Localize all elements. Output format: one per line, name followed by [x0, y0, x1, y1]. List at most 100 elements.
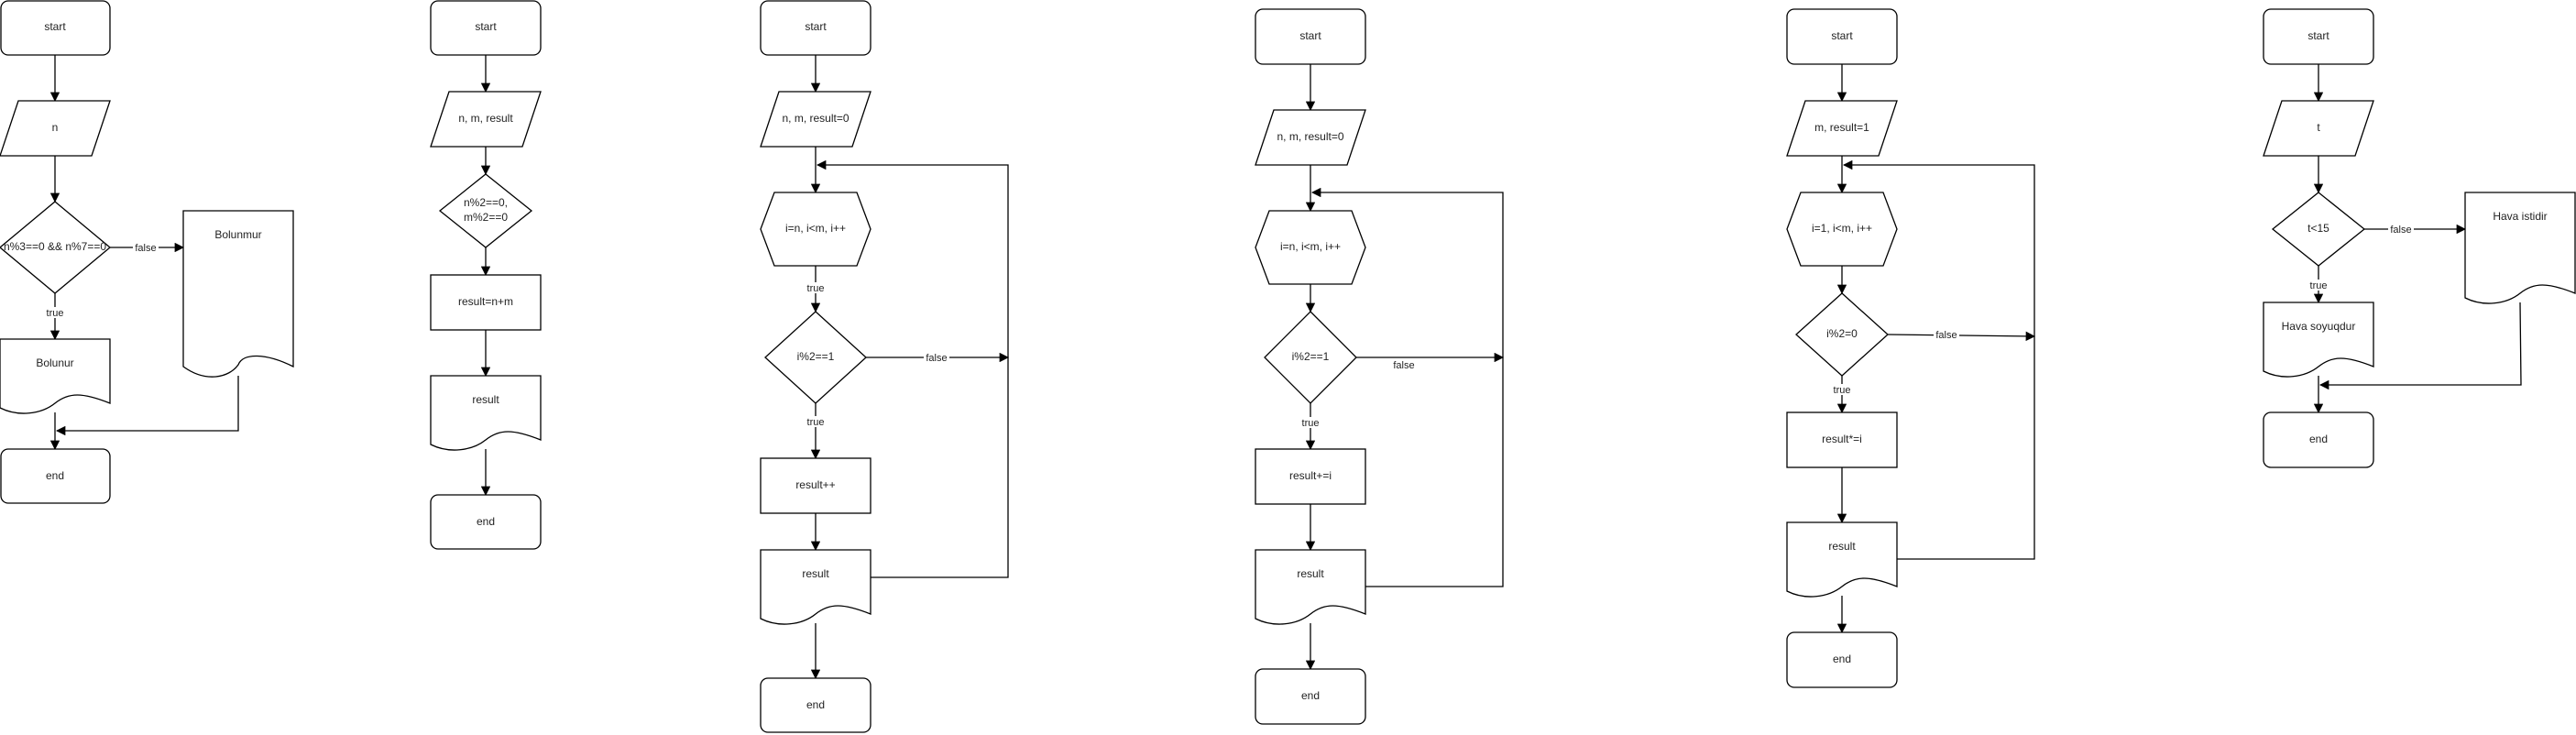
start-label: start [1831, 29, 1853, 42]
decision-label: t<15 [2307, 222, 2329, 235]
output-label: result [802, 567, 829, 580]
output-label: result [472, 393, 499, 406]
loop-label: i=n, i<m, i++ [1280, 240, 1341, 253]
loop-node[interactable] [760, 192, 871, 267]
loop-node[interactable] [1786, 192, 1898, 267]
output-false-label: Hava istidir [2493, 210, 2547, 223]
edge-label-true: true [1834, 385, 1851, 396]
process-label: result=n+m [458, 295, 513, 308]
process-node[interactable] [1255, 448, 1366, 505]
edge-label-false: false [926, 353, 947, 364]
loop-label: i=n, i<m, i++ [785, 222, 846, 235]
end-label: end [806, 698, 825, 711]
end-label: end [1833, 653, 1851, 665]
edge-label-true: true [807, 283, 825, 294]
output-false-node[interactable] [182, 210, 294, 378]
edge-label-true: true [47, 308, 64, 319]
flowchart-3: start n, m, result=0 i=n, i<m, i++ true … [760, 0, 1010, 733]
output-label: result [1828, 540, 1856, 553]
edge-label-bg [2388, 224, 2414, 235]
output-true-node[interactable] [0, 338, 111, 414]
edge-label-bg [1300, 417, 1321, 428]
input-node[interactable] [1786, 100, 1898, 157]
edge-merge [2318, 302, 2522, 390]
edge-label-true-2: true [807, 417, 825, 428]
edge-label-false: false [1935, 330, 1957, 341]
flowchart-6: start t t<15 false Hava istidir true Hav… [2263, 8, 2576, 468]
output-true-node[interactable] [2263, 302, 2374, 378]
input-label: m, result=1 [1814, 121, 1869, 134]
input-node[interactable] [430, 91, 542, 148]
decision-label: i%2==1 [797, 350, 835, 363]
edge-label-bg [133, 242, 159, 253]
edge-loop-back [1310, 187, 1504, 587]
output-node[interactable] [1255, 549, 1366, 625]
end-label: end [46, 469, 64, 482]
end-node[interactable] [760, 677, 871, 733]
output-node[interactable] [1786, 521, 1898, 598]
loop-node[interactable] [1255, 210, 1366, 285]
output-false-node[interactable] [2464, 192, 2576, 304]
output-node[interactable] [430, 375, 542, 451]
end-label: end [477, 515, 495, 528]
end-node[interactable] [2263, 411, 2374, 468]
flowchart-1: start n n%3==0 && n%7==0 false Bolunmur … [0, 0, 294, 504]
edge-label-true: true [1302, 418, 1320, 429]
input-label: n [52, 121, 59, 134]
edge-label-bg [1832, 384, 1852, 395]
decision-label: i%2==1 [1292, 350, 1330, 363]
input-node[interactable] [2263, 100, 2374, 157]
edge-label-bg [806, 282, 826, 293]
decision-label: n%3==0 && n%7==0 [4, 240, 106, 253]
input-label: n, m, result [458, 112, 513, 125]
output-node[interactable] [760, 549, 871, 625]
input-node[interactable] [0, 100, 111, 157]
end-node[interactable] [430, 494, 542, 550]
edge-label-bg [1391, 359, 1417, 370]
end-node[interactable] [1255, 668, 1366, 725]
end-label: end [1301, 689, 1320, 702]
decision-label: i%2=0 [1826, 327, 1858, 340]
decision-label-line2: m%2==0 [464, 211, 508, 224]
start-label: start [44, 20, 66, 33]
decision-label-line1: n%2==0, [464, 196, 508, 209]
input-label: t [2317, 121, 2320, 134]
input-node[interactable] [760, 91, 871, 148]
loop-label: i=1, i<m, i++ [1812, 222, 1872, 235]
edge-label-bg [2308, 280, 2329, 291]
input-label: n, m, result=0 [1277, 130, 1343, 143]
output-false-label: Bolunmur [214, 228, 261, 241]
edge-loop-back [816, 159, 1009, 578]
flowchart-5: start m, result=1 i=1, i<m, i++ i%2=0 fa… [1786, 8, 2036, 688]
edge-merge [55, 376, 239, 436]
edge-label-false: false [2390, 225, 2411, 236]
start-label: start [2307, 29, 2329, 42]
edge-label-false: false [135, 243, 156, 254]
edge-label-true: true [2310, 280, 2328, 291]
edge-label-false: false [1393, 360, 1414, 371]
output-true-label: Bolunur [36, 357, 73, 369]
process-label: result*=i [1822, 433, 1862, 445]
edge-label-bg [1934, 329, 1959, 340]
flowchart-2: start n, m, result n%2==0, m%2==0 result… [430, 0, 542, 550]
output-label: result [1297, 567, 1324, 580]
edge-false [1887, 331, 2036, 342]
process-label: result++ [795, 478, 835, 491]
process-node[interactable] [760, 457, 871, 514]
input-label: n, m, result=0 [782, 112, 849, 125]
flowchart-4: start n, m, result=0 i=n, i<m, i++ i%2==… [1255, 8, 1505, 725]
edge-loop-back [1842, 159, 2035, 560]
start-label: start [475, 20, 497, 33]
end-label: end [2309, 433, 2328, 445]
edge-label-bg [924, 352, 949, 363]
end-node[interactable] [0, 448, 111, 504]
output-true-label: Hava soyuqdur [2282, 320, 2356, 333]
process-label: result+=i [1289, 469, 1332, 482]
start-label: start [805, 20, 827, 33]
edge-label-bg [806, 416, 826, 427]
edge-label-bg [45, 307, 65, 318]
end-node[interactable] [1786, 631, 1898, 688]
input-node[interactable] [1255, 109, 1366, 166]
process-node[interactable] [1786, 411, 1898, 468]
